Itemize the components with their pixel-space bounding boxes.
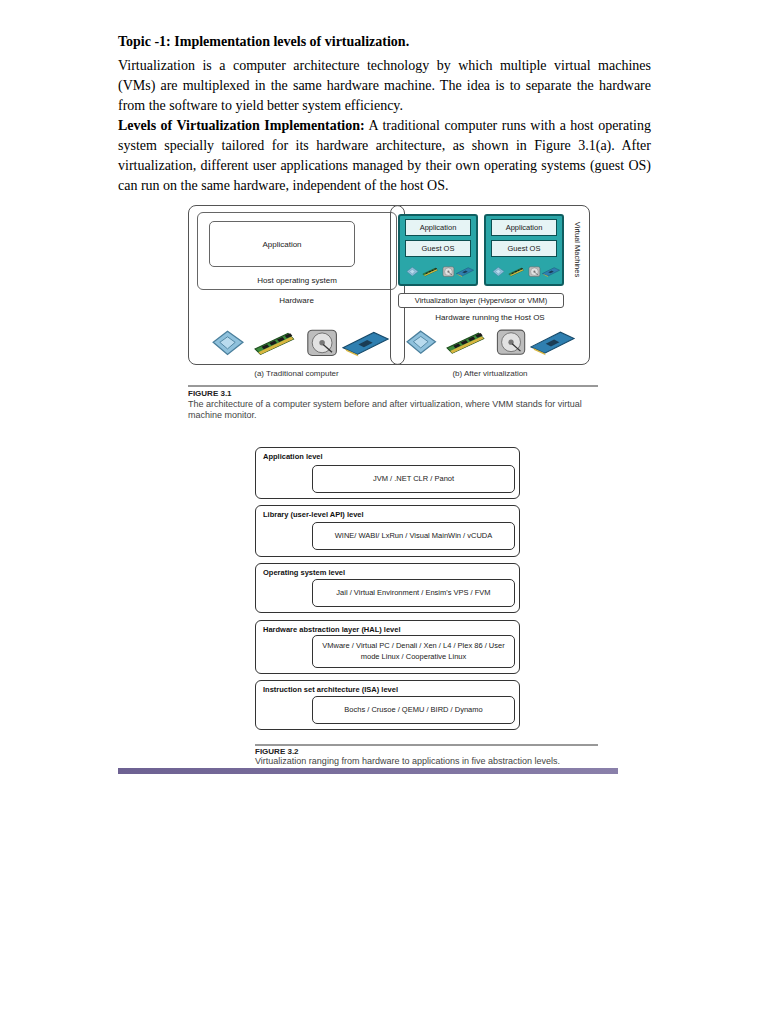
figure-caption: The architecture of a computer system be… (188, 399, 598, 421)
box-label: VMware / Virtual PC / Denali / Xen / L4 … (319, 641, 508, 661)
level-heading: Library (user-level API) level (263, 510, 364, 519)
hypervisor-box: Virtualization layer (Hypervisor or VMM) (398, 293, 564, 308)
card-icon (542, 268, 559, 277)
box-label: Application (262, 240, 301, 249)
level-heading: Operating system level (263, 568, 345, 577)
application-box: Application (405, 219, 471, 236)
level-box: Instruction set architecture (ISA) level… (255, 680, 520, 730)
page-heading: Topic -1: Implementation levels of virtu… (118, 34, 651, 50)
cpu-icon (493, 267, 504, 276)
box-label: WINE/ WABI/ LxRun / Visual MainWin / vCU… (335, 531, 493, 541)
cpu-icon (213, 331, 243, 354)
hardware-icons (405, 328, 579, 358)
hardware-panel: Hardware Host operating system Application (188, 205, 405, 365)
inline-heading: Levels of Virtualization Implementation: (118, 118, 365, 133)
card-icon (531, 332, 574, 355)
memory-icon (447, 333, 484, 353)
memory-icon (509, 268, 524, 276)
box-label: Virtualization layer (Hypervisor or VMM) (415, 296, 547, 305)
box-label: Hardware running the Host OS (391, 313, 589, 322)
example-box: Jail / Virtual Environment / Ensim's VPS… (312, 579, 515, 607)
example-box: VMware / Virtual PC / Denali / Xen / L4 … (312, 635, 515, 668)
virtual-machine-box: ApplicationGuest OS (484, 214, 564, 286)
cpu-icon (407, 331, 435, 353)
box-label: Application (420, 223, 457, 232)
disk-icon (443, 267, 454, 277)
card-icon (456, 268, 473, 277)
application-box: Application (491, 219, 557, 236)
box-label: Application (506, 223, 543, 232)
disk-icon (308, 330, 337, 355)
cpu-icon (407, 267, 418, 276)
disk-icon (529, 267, 540, 277)
example-box: JVM / .NET CLR / Panot (312, 465, 515, 493)
level-box: Library (user-level API) levelWINE/ WABI… (255, 505, 520, 557)
level-box: Operating system levelJail / Virtual Env… (255, 563, 520, 613)
memory-icon (255, 333, 294, 354)
level-box: Application levelJVM / .NET CLR / Panot (255, 447, 520, 499)
panel-caption: (a) Traditional computer (188, 369, 405, 378)
virtual-machine-box: ApplicationGuest OS (398, 214, 478, 286)
level-heading: Instruction set architecture (ISA) level (263, 685, 398, 694)
guest-os-box: Guest OS (491, 240, 557, 257)
figure-number: FIGURE 3.2 (255, 747, 455, 756)
box-label: Host operating system (198, 276, 396, 285)
hardware-icons (211, 328, 393, 359)
hardware-icons (492, 266, 562, 278)
decorative-bar (118, 768, 618, 774)
box-label: Guest OS (508, 244, 541, 253)
figure-number: FIGURE 3.1 (188, 389, 388, 398)
virtualized-panel: Hardware running the Host OS ApplicationG… (390, 205, 590, 365)
memory-icon (423, 268, 438, 276)
level-heading: Hardware abstraction layer (HAL) level (263, 625, 401, 634)
panel-caption: (b) After virtualization (390, 369, 590, 378)
example-box: WINE/ WABI/ LxRun / Visual MainWin / vCU… (312, 522, 515, 550)
vertical-label: Virtual Machines (573, 220, 582, 280)
hardware-icons (406, 266, 476, 278)
box-label: Jail / Virtual Environment / Ensim's VPS… (336, 588, 490, 598)
body-paragraph: Levels of Virtualization Implementation:… (118, 116, 651, 196)
figure-caption: Virtualization ranging from hardware to … (255, 756, 615, 767)
application-box: Application (209, 221, 355, 267)
body-paragraph: Virtualization is a computer architectur… (118, 56, 651, 116)
figure-rule (255, 745, 598, 746)
box-label: Guest OS (422, 244, 455, 253)
card-icon (343, 332, 388, 356)
box-label: JVM / .NET CLR / Panot (373, 474, 454, 484)
example-box: Bochs / Crusoe / QEMU / BIRD / Dynamo (312, 696, 515, 724)
level-box: Hardware abstraction layer (HAL) levelVM… (255, 620, 520, 674)
box-label: Hardware (189, 296, 404, 305)
host-os-box: Host operating system Application (197, 212, 397, 290)
disk-icon (497, 330, 524, 354)
figure-rule (188, 386, 598, 387)
guest-os-box: Guest OS (405, 240, 471, 257)
level-heading: Application level (263, 452, 323, 461)
box-label: Bochs / Crusoe / QEMU / BIRD / Dynamo (344, 705, 482, 715)
